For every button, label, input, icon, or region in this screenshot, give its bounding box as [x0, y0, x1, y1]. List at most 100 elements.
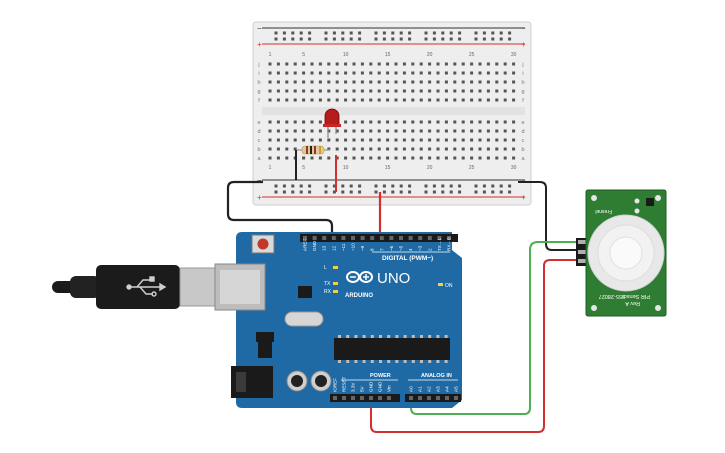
breadboard-hole [495, 138, 499, 142]
rail-hole [358, 190, 362, 194]
power-pin-socket[interactable] [342, 396, 346, 400]
digital-pin-socket[interactable] [389, 236, 394, 240]
breadboard-hole [293, 129, 297, 133]
breadboard-hole [318, 129, 322, 133]
analog-pin-socket[interactable] [445, 396, 449, 400]
row-letter: i [522, 71, 523, 77]
rail-hole [382, 190, 386, 194]
breadboard-hole [276, 129, 280, 133]
breadboard-hole [268, 138, 272, 142]
breadboard-hole [461, 62, 465, 66]
power-pin-socket[interactable] [387, 396, 391, 400]
breadboard-hole [478, 156, 482, 160]
analog-pin-socket[interactable] [454, 396, 458, 400]
breadboard-hole [318, 138, 322, 142]
rail-hole [341, 190, 345, 194]
digital-pin-label: 4 [408, 248, 413, 251]
column-number: 1 [269, 52, 272, 58]
rail-hole [391, 37, 395, 41]
rail-hole [482, 37, 486, 41]
digital-pin-socket[interactable] [370, 236, 375, 240]
analog-pin-socket[interactable] [409, 396, 413, 400]
on-label: ON [445, 283, 453, 289]
rail-hole [474, 190, 478, 194]
wire-5v-pir[interactable] [370, 259, 578, 433]
digital-pin-socket[interactable] [322, 236, 327, 240]
digital-pin-socket[interactable] [437, 236, 442, 240]
wire-pir-ground[interactable] [518, 181, 578, 251]
row-letter: g [257, 89, 260, 95]
digital-pin-socket[interactable] [447, 236, 451, 240]
rail-hole [482, 190, 486, 194]
power-pin-socket[interactable] [333, 396, 337, 400]
breadboard-hole [335, 147, 339, 151]
row-letter: j [257, 62, 259, 68]
led-red[interactable] [323, 108, 341, 138]
breadboard-hole [310, 129, 314, 133]
breadboard-hole [318, 156, 322, 160]
breadboard-hole [276, 147, 280, 151]
breadboard-hole [318, 62, 322, 66]
row-letter: c [522, 138, 525, 144]
resistor[interactable] [296, 145, 330, 155]
breadboard-hole [377, 147, 381, 151]
rail-hole [299, 190, 303, 194]
breadboard-hole [344, 80, 348, 84]
wire-a0-pir[interactable] [410, 241, 578, 415]
breadboard-hole [377, 138, 381, 142]
digital-pin-socket[interactable] [379, 236, 384, 240]
breadboard-hole [419, 138, 423, 142]
digital-pin-socket[interactable] [303, 236, 307, 240]
breadboard-hole [310, 89, 314, 93]
power-rail-bottom [274, 184, 512, 194]
digital-pin-socket[interactable] [360, 236, 365, 240]
digital-pin-socket[interactable] [418, 236, 423, 240]
breadboard-hole [369, 120, 373, 124]
analog-pin-socket[interactable] [418, 396, 422, 400]
digital-pin-socket[interactable] [408, 236, 413, 240]
breadboard-hole [436, 89, 440, 93]
status-led-rx [333, 290, 338, 293]
breadboard-hole [444, 147, 448, 151]
digital-pin-label: 12 [331, 245, 336, 251]
digital-pin-label: RX←0 [447, 237, 452, 251]
usb-cable[interactable] [52, 265, 219, 309]
wire-ground-arduino[interactable] [226, 180, 334, 238]
digital-pin-socket[interactable] [351, 236, 355, 240]
rail-hole [408, 190, 412, 194]
analog-pin-socket[interactable] [436, 396, 440, 400]
reset-button-cap[interactable] [257, 238, 269, 250]
breadboard-hole [444, 120, 448, 124]
breadboard-hole [369, 147, 373, 151]
pir-sensor[interactable]: PIR Sensor 555-28027 Rev A Fresnel [576, 189, 667, 317]
power-pin-socket[interactable] [378, 396, 382, 400]
rail-hole [332, 190, 336, 194]
chip-pin [436, 335, 440, 338]
digital-pin-label: ~6 [389, 245, 394, 251]
power-pin-socket[interactable] [360, 396, 364, 400]
chip-pin [354, 360, 358, 363]
digital-pin-socket[interactable] [427, 236, 432, 240]
rail-hole [358, 31, 362, 35]
breadboard-hole [327, 147, 331, 151]
digital-pin-socket[interactable] [312, 236, 317, 240]
digital-pin-socket[interactable] [341, 236, 346, 240]
breadboard-hole [503, 89, 507, 93]
analog-header-label: ANALOG IN [421, 373, 452, 379]
breadboard-hole [369, 98, 373, 102]
breadboard-hole [352, 89, 356, 93]
row-letter: e [257, 120, 260, 126]
digital-pin-socket[interactable] [331, 236, 336, 240]
rail-hole [424, 190, 428, 194]
power-pin-socket[interactable] [351, 396, 355, 400]
digital-pin-socket[interactable] [399, 236, 403, 240]
breadboard-hole [512, 62, 516, 66]
analog-pin-socket[interactable] [427, 396, 431, 400]
rail-hole [441, 31, 445, 35]
breadboard-hole [444, 98, 448, 102]
breadboard-hole [360, 129, 364, 133]
rail-hole [382, 37, 386, 41]
breadboard-hole [453, 147, 457, 151]
power-pin-socket[interactable] [369, 396, 373, 400]
